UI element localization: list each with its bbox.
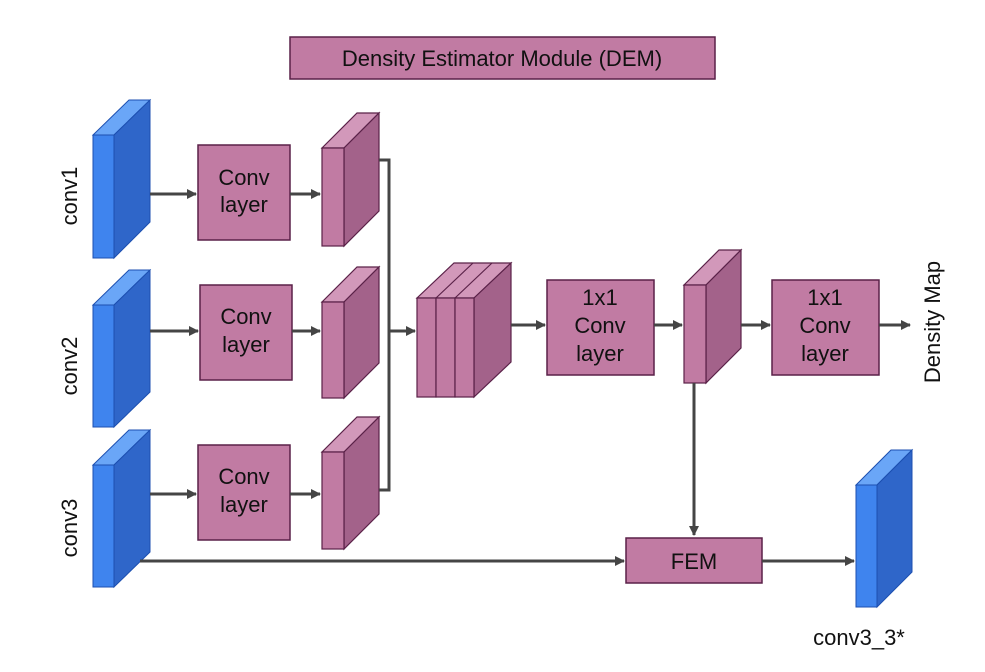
conv1x1-box-b: 1x1 Conv layer [771, 279, 880, 376]
conv-layer-box-1: Conv layer [197, 144, 291, 241]
conv-layer-box-2: Conv layer [199, 284, 293, 381]
concat-bracket [379, 158, 391, 492]
input-feature-conv1 [91, 98, 152, 260]
conv1x1-b-line1: 1x1 [807, 285, 842, 310]
conv-layer-2-line1: Conv [220, 304, 271, 329]
conv-layer-3-line2: layer [220, 492, 268, 517]
conv-layer-3-line1: Conv [218, 464, 269, 489]
feature-map-2 [320, 265, 381, 400]
output-feature-label: conv3_3* [813, 625, 905, 650]
output-feature-conv3-3 [854, 448, 914, 609]
input-label-conv2: conv2 [57, 337, 82, 396]
conv1x1-a-line1: 1x1 [582, 285, 617, 310]
conv-layer-1-line2: layer [220, 192, 268, 217]
conv1x1-box-a: 1x1 Conv layer [546, 279, 655, 376]
input-feature-conv3 [91, 428, 152, 589]
conv1x1-a-line3: layer [576, 341, 624, 366]
concat-feature-stack [415, 261, 513, 399]
title-box: Density Estimator Module (DEM) [289, 36, 716, 80]
conv-layer-2-line2: layer [222, 332, 270, 357]
input-label-conv1: conv1 [57, 167, 82, 226]
conv-layer-box-3: Conv layer [197, 444, 291, 541]
title-label: Density Estimator Module (DEM) [342, 46, 662, 71]
fem-label: FEM [671, 549, 717, 574]
fem-box: FEM [625, 537, 763, 584]
density-map-label: Density Map [920, 261, 945, 383]
feature-map-density [682, 248, 743, 385]
conv1x1-b-line3: layer [801, 341, 849, 366]
input-label-conv3: conv3 [57, 499, 82, 558]
conv-layer-1-line1: Conv [218, 165, 269, 190]
conv1x1-a-line2: Conv [574, 313, 625, 338]
input-feature-conv2 [91, 268, 152, 429]
feature-map-3 [320, 415, 381, 551]
conv1x1-b-line2: Conv [799, 313, 850, 338]
feature-map-1 [320, 111, 381, 248]
